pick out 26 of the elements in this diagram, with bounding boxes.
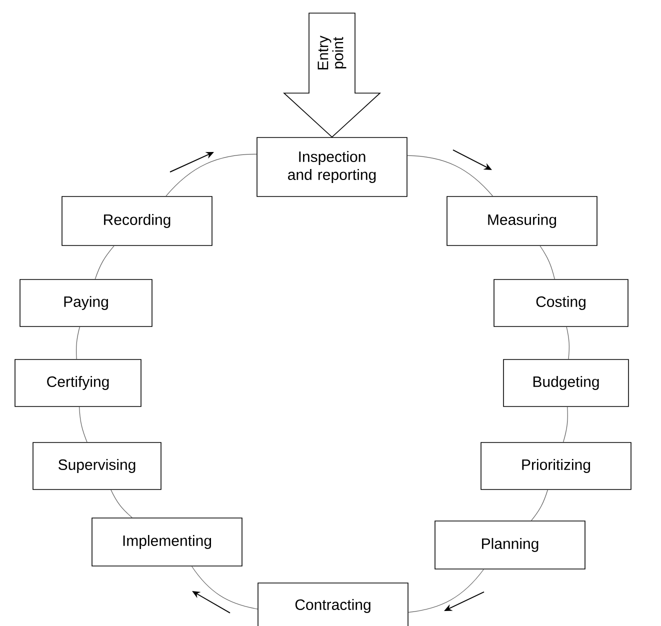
process-box: Measuring (446, 196, 598, 246)
circle-arc (540, 246, 555, 280)
circle-arc (408, 569, 484, 613)
circle-arc (192, 566, 258, 610)
circle-arc (407, 155, 494, 196)
process-box: Contracting (258, 582, 408, 626)
circle-arc (110, 490, 132, 518)
entry-arrow (282, 12, 382, 138)
circle-arc (531, 490, 548, 521)
process-box: Implementing (92, 518, 242, 566)
process-box: Inspection and reporting (256, 137, 408, 197)
process-box: Costing (494, 279, 628, 327)
process-box: Certifying (14, 359, 142, 407)
process-box: Planning (434, 520, 586, 570)
circle-arc (166, 154, 257, 196)
edge-label: Entry point (318, 36, 346, 70)
process-box: Prioritizing (480, 442, 632, 490)
process-box: Supervising (32, 442, 162, 490)
circle-arc (566, 326, 570, 360)
circle-arc (94, 246, 114, 280)
circle-arc (563, 406, 568, 442)
circle-arc (76, 326, 80, 360)
process-box: Budgeting (503, 359, 629, 407)
process-box: Recording (62, 196, 212, 246)
circle-arc (79, 406, 88, 442)
process-box: Paying (20, 279, 152, 327)
